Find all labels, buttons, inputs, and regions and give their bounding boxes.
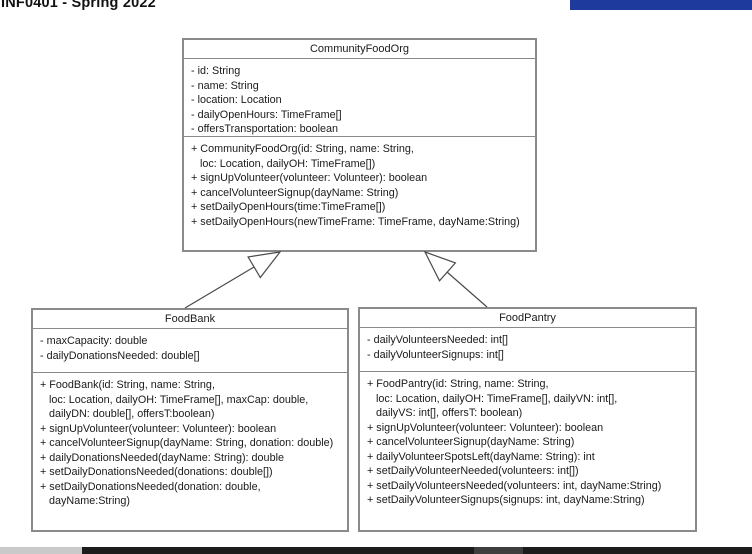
uml-member-line: - name: String (191, 79, 259, 92)
uml-member-line: - maxCapacity: double (40, 335, 148, 347)
uml-member-line: + FoodPantry(id: String, name: String, (367, 378, 549, 390)
uml-member-line: - dailyVolunteerSignups: int[] (367, 348, 504, 361)
uml-member-line: + dailyDonationsNeeded(dayName: String):… (40, 451, 284, 464)
class-box-foodpantry: FoodPantry - dailyVolunteersNeeded: int[… (358, 307, 697, 532)
header-accent-bar (570, 0, 752, 10)
uml-member-line: + signUpVolunteer(volunteer: Volunteer):… (191, 172, 428, 184)
class-methods: + FoodBank(id: String, name: String, loc… (33, 373, 347, 530)
uml-member-line: + setDailyOpenHours(time:TimeFrame[]) (191, 201, 386, 213)
uml-member-line: loc: Location, dailyOH: TimeFrame[], max… (40, 393, 309, 406)
uml-member-line: + signUpVolunteer(volunteer: Volunteer):… (367, 421, 604, 434)
class-box-foodbank: FoodBank - maxCapacity: double - dailyDon… (31, 308, 349, 532)
uml-member-line: + setDailyVolunteersNeeded(volunteers: i… (367, 479, 662, 492)
uml-member-line: + cancelVolunteerSignup(dayName: String) (191, 186, 399, 199)
uml-member-line: loc: Location, dailyOH: TimeFrame[]) (191, 157, 376, 170)
uml-member-line: + setDailyDonationsNeeded(donations: dou… (40, 466, 273, 478)
class-title: FoodPantry (360, 309, 695, 328)
class-attributes: - maxCapacity: double - dailyDonationsNee… (33, 329, 347, 373)
class-attributes: - id: String - name: String - location: Lo… (184, 59, 535, 137)
uml-member-line: + cancelVolunteerSignup(dayName: String) (367, 436, 575, 448)
generalization-arrow-foodpantry (423, 250, 488, 308)
uml-member-line: - id: String (191, 65, 241, 77)
bottom-edge-bar (0, 547, 752, 554)
class-methods: + FoodPantry(id: String, name: String, l… (360, 372, 695, 530)
uml-member-line: + setDailyVolunteerNeeded(volunteers: in… (367, 465, 579, 477)
uml-member-line: - dailyOpenHours: TimeFrame[] (191, 108, 342, 121)
uml-member-line: + setDailyOpenHours(newTimeFrame: TimeFr… (191, 215, 520, 228)
uml-member-line: loc: Location, dailyOH: TimeFrame[], dai… (367, 392, 618, 405)
course-title: INF0401 - Spring 2022 (1, 0, 156, 11)
class-box-communityfoodorg: CommunityFoodOrg - id: String - name: Str… (182, 38, 537, 252)
uml-member-line: + signUpVolunteer(volunteer: Volunteer):… (40, 422, 277, 435)
bottom-bar-dark-segment (82, 547, 752, 554)
class-title: CommunityFoodOrg (184, 40, 535, 59)
uml-member-line: + setDailyVolunteerSignups(signups: int,… (367, 494, 645, 506)
class-title: FoodBank (33, 310, 347, 329)
uml-member-line: dailyVS: int[], offersT: boolean) (367, 407, 523, 419)
uml-member-line: + dailyVolunteerSpotsLeft(dayName: Strin… (367, 450, 595, 463)
class-attributes: - dailyVolunteersNeeded: int[] - dailyVol… (360, 328, 695, 372)
generalization-arrow-foodbank (184, 251, 282, 309)
class-methods: + CommunityFoodOrg(id: String, name: Str… (184, 137, 535, 250)
uml-member-line: - location: Location (191, 94, 282, 106)
uml-member-line: + cancelVolunteerSignup(dayName: String,… (40, 437, 334, 449)
bottom-bar-light-segment (0, 547, 82, 554)
uml-member-line: - dailyDonationsNeeded: double[] (40, 349, 200, 362)
uml-member-line: + CommunityFoodOrg(id: String, name: Str… (191, 143, 414, 155)
uml-member-line: + FoodBank(id: String, name: String, (40, 379, 215, 391)
uml-member-line: - dailyVolunteersNeeded: int[] (367, 334, 509, 346)
uml-member-line: dailyDN: double[], offersT:boolean) (40, 408, 215, 420)
uml-member-line: + setDailyDonationsNeeded(donation: doub… (40, 480, 261, 493)
uml-member-line: - offersTransportation: boolean (191, 123, 339, 135)
bottom-bar-mid-segment (474, 547, 523, 554)
uml-member-line: dayName:String) (40, 495, 131, 507)
